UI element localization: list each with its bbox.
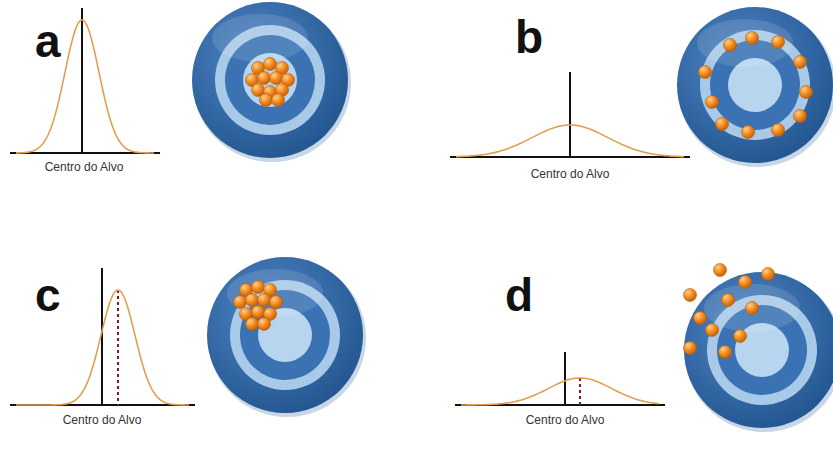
shot-dot [714,264,727,277]
panel-letter: c [35,272,61,318]
shot-dot [746,302,759,315]
target-ring [192,2,348,158]
shot-dot [252,306,265,319]
axis-label: Centro do Alvo [45,161,124,173]
shot-dot [270,72,283,85]
shot-dot [258,72,271,85]
target-gloss [697,19,793,67]
bell-curve [456,125,684,157]
axis-label: Centro do Alvo [531,168,610,180]
shot-dot [794,56,807,69]
shot-dot [772,36,785,49]
shot-dot [258,318,271,331]
shot-dot [258,294,271,307]
shot-dot [739,276,752,289]
target-gloss [212,14,308,62]
shot-dot [724,39,737,52]
shot-dot [684,289,697,302]
shot-dot [772,124,785,137]
shot-dot [734,330,747,343]
shot-dot [234,296,247,309]
shot-dot [260,94,273,107]
shot-dot [252,281,265,294]
shot-dot [794,110,807,123]
shot-dot [246,318,259,331]
mean-line [117,290,119,405]
shot-dot [742,126,755,139]
target-gloss [704,284,800,332]
shot-dot [270,296,283,309]
shot-dot [694,312,707,325]
panel-letter: b [515,14,543,60]
shot-dot [800,86,813,99]
target-ring [677,7,833,163]
target-center-line [564,352,566,405]
mean-line [579,378,581,405]
shot-dot [746,32,759,45]
shot-dot [272,94,285,107]
target-ring [684,272,833,428]
panel-letter: d [505,272,533,318]
target-ring [207,257,363,413]
shot-dot [722,294,735,307]
axis-label: Centro do Alvo [63,414,142,426]
shot-dot [684,342,697,355]
shot-dot [716,118,729,131]
shot-dot [264,58,277,71]
shot-dot [706,96,719,109]
shot-dot [706,324,719,337]
shot-dot [246,294,259,307]
target-center-line [569,72,571,157]
shot-dot [762,268,775,281]
axis-label: Centro do Alvo [526,414,605,426]
bell-curve [461,378,659,405]
target-center-line [81,8,83,153]
shot-dot [719,346,732,359]
shot-dot [699,66,712,79]
panel-letter: a [35,18,61,64]
